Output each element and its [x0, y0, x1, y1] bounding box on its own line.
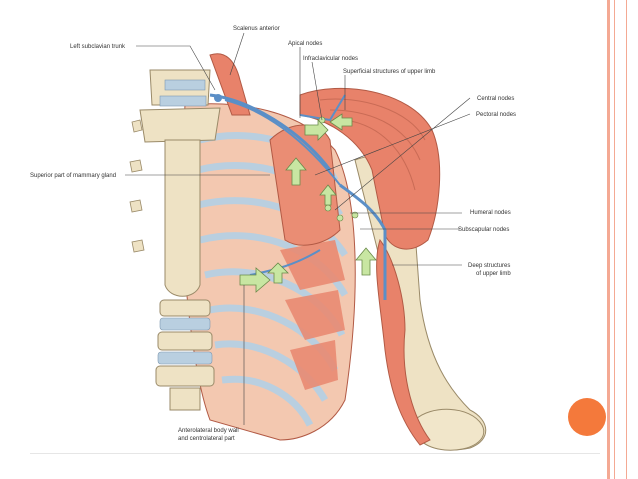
sternum-and-spine: [129, 69, 221, 411]
label-left-subclavian-trunk: Left subclavian trunk: [70, 44, 126, 50]
label-apical-nodes: Apical nodes: [288, 41, 322, 47]
label-subscapular-nodes: Subscapular nodes: [458, 227, 509, 233]
label-body-wall: Anterolateral body wall: [178, 428, 239, 434]
label-pectoral-nodes: Pectoral nodes: [476, 112, 516, 118]
leader-lines: [125, 32, 471, 425]
label-deep-structures: Deep structures: [468, 263, 510, 269]
label-body-wall-line2: and centrolateral part: [178, 436, 235, 442]
label-superior-mammary: Superior part of mammary gland: [30, 173, 116, 179]
label-scalenus-anterior: Scalenus anterior: [233, 26, 280, 32]
pectoralis-muscle: [269, 124, 341, 246]
frame-accent-line: [614, 0, 615, 479]
slide-marker-dot: [568, 398, 606, 436]
label-humeral-nodes: Humeral nodes: [470, 210, 511, 216]
label-central-nodes: Central nodes: [477, 96, 514, 102]
frame-accent-line: [607, 0, 610, 479]
frame-accent-line: [626, 0, 627, 479]
drainage-arrows: [239, 113, 377, 293]
label-superficial-structures: Superficial structures of upper limb: [343, 69, 436, 75]
divider: [30, 453, 600, 454]
deltoid-muscle: [299, 87, 441, 250]
label-deep-structures-line2: of upper limb: [476, 271, 511, 277]
arm-muscle: [376, 238, 431, 446]
label-infraclavicular-nodes: Infraclavicular nodes: [303, 56, 358, 62]
